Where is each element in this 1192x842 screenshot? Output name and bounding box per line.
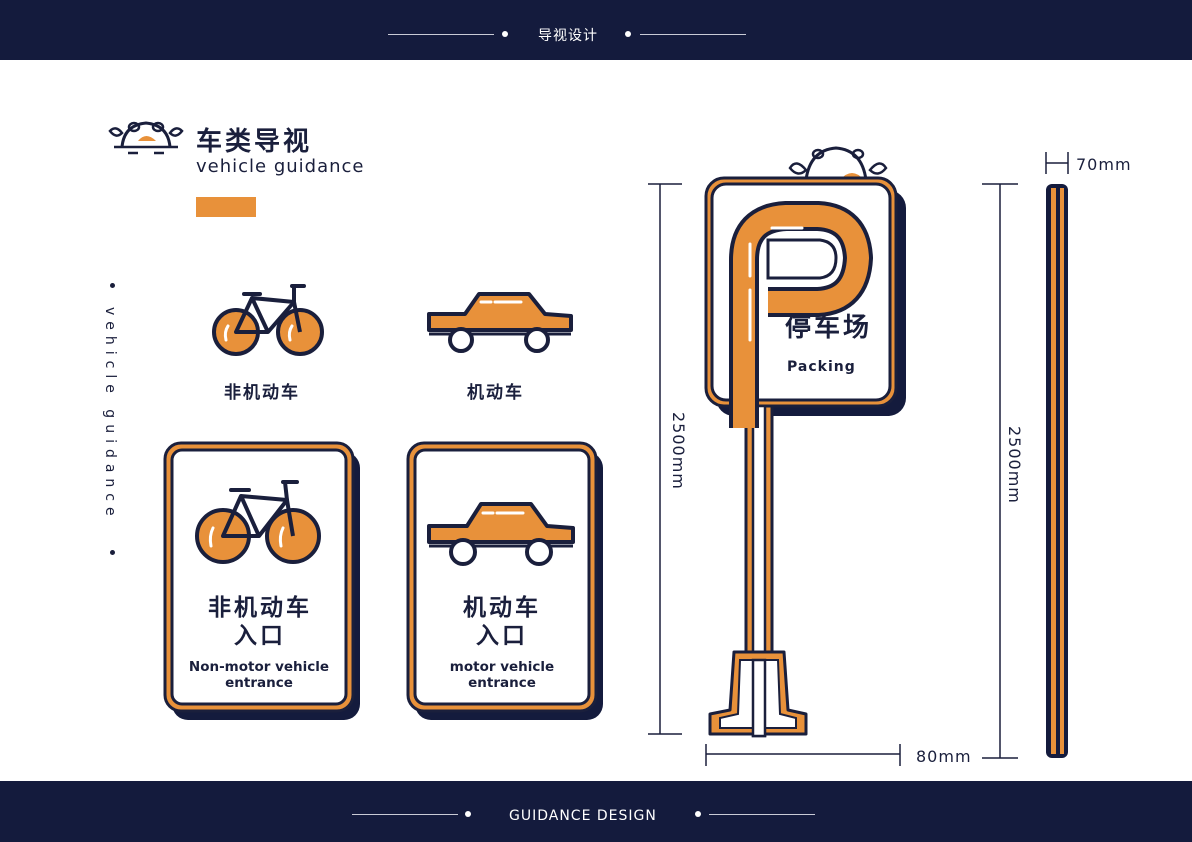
motor-sign-board [406, 441, 603, 720]
side-profile [982, 152, 1069, 759]
footer-dot-left [465, 811, 471, 817]
section-title-en: vehicle guidance [196, 156, 365, 177]
nonmotor-sign-title: 非机动车 [208, 595, 312, 621]
footer-rule-left [352, 814, 458, 815]
motor-sign-en-2: entrance [468, 675, 536, 691]
nonmotor-sign-bicycle-icon [195, 480, 321, 564]
nonmotor-sign-en-2: entrance [225, 675, 293, 691]
header-dot-right [625, 31, 631, 37]
header-dot-left [502, 31, 508, 37]
section-title-cn: 车类导视 [196, 127, 313, 157]
footer-dot-right [695, 811, 701, 817]
vertical-label: vehicle guidance [102, 307, 118, 522]
car-icon [427, 292, 573, 353]
motor-sign-subtitle: 入口 [476, 623, 528, 649]
motor-sign-en-1: motor vehicle [449, 659, 555, 675]
header-title: 导视设计 [538, 28, 598, 44]
motor-sign-car-icon [427, 502, 575, 566]
thickness-dimension: 70mm [1076, 155, 1132, 174]
footer-title: GUIDANCE DESIGN [509, 808, 657, 824]
height-dimension-right: 2500mm [1005, 426, 1024, 504]
width-dimension: 80mm [916, 747, 972, 766]
car-label: 机动车 [467, 383, 524, 403]
vertical-dot-bottom [110, 550, 115, 555]
accent-bar [196, 197, 256, 217]
height-dimension-left: 2500mm [669, 412, 688, 490]
mascot-logo-icon [108, 121, 184, 155]
header-band: 导视设计 [0, 0, 1192, 60]
header-rule-right [640, 34, 746, 35]
header-rule-left [388, 34, 494, 35]
nonmotor-sign-subtitle: 入口 [234, 623, 286, 649]
motor-sign-title: 机动车 [463, 595, 541, 621]
nonmotor-sign-en-1: Non-motor vehicle [188, 659, 330, 675]
parking-sign-title: 停车场 [785, 313, 873, 343]
vertical-dot-top [110, 283, 115, 288]
bicycle-icon [212, 284, 324, 356]
footer-band: GUIDANCE DESIGN [0, 781, 1192, 842]
footer-rule-right [709, 814, 815, 815]
bicycle-label: 非机动车 [224, 383, 300, 403]
parking-sign-subtitle: Packing [787, 359, 856, 375]
parking-sign-post [648, 146, 906, 766]
